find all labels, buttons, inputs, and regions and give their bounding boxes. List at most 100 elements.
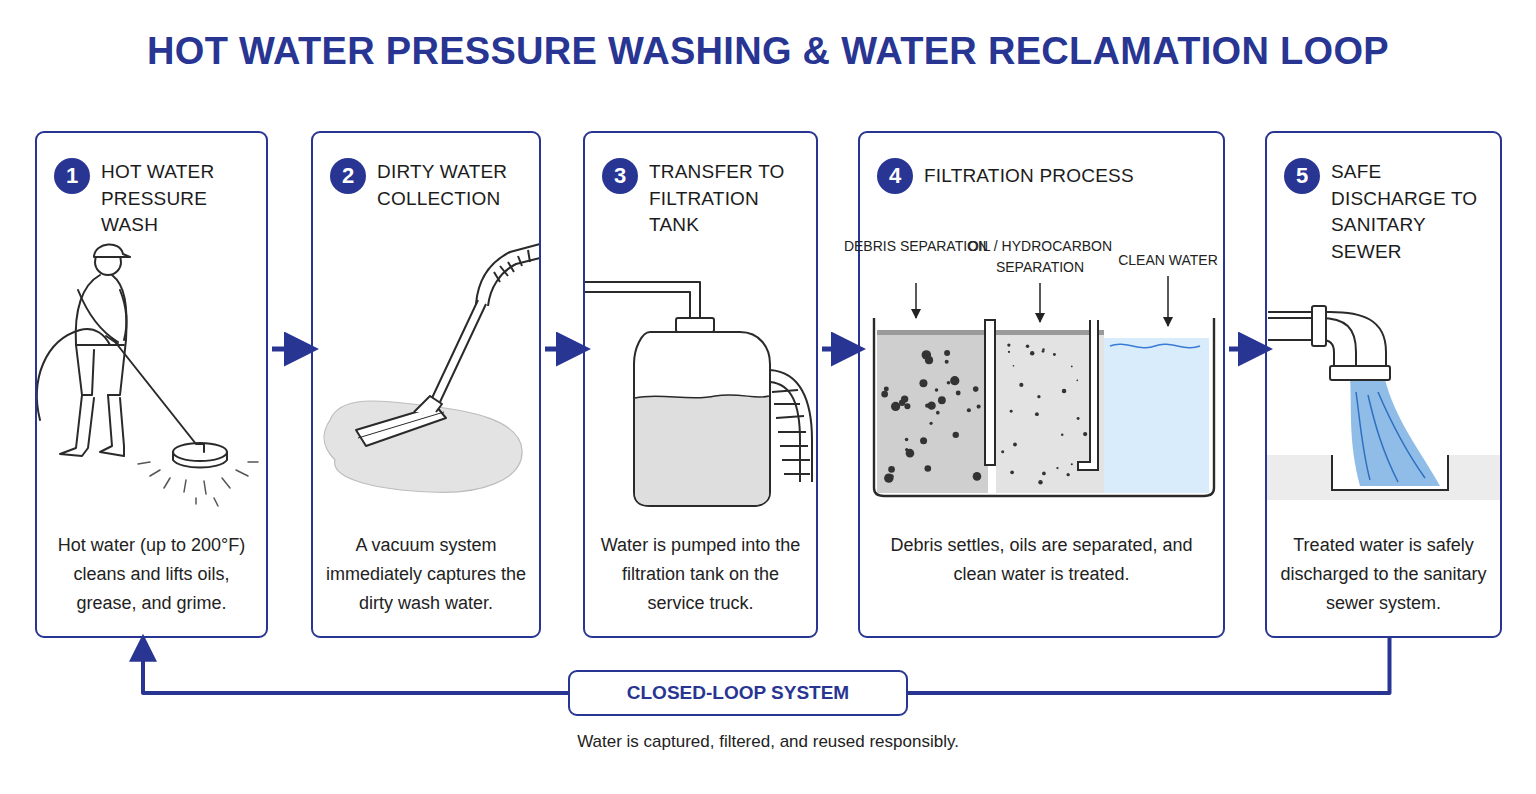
filtration-tank	[770, 370, 812, 482]
step-heading: FILTRATION PROCESS	[924, 163, 1219, 190]
sediment-dots	[925, 404, 929, 408]
sediment-dots	[935, 388, 939, 392]
sediment-dots	[1038, 480, 1042, 484]
separator-tank	[1110, 344, 1200, 347]
loop-line	[908, 638, 1390, 693]
sediment-dots	[884, 473, 893, 482]
sediment-dots	[881, 391, 888, 398]
step-number: 4	[889, 163, 901, 189]
worker-figure	[106, 336, 118, 344]
worker-figure	[37, 329, 110, 420]
sewer-discharge	[1330, 366, 1390, 380]
sediment-dots	[884, 386, 889, 391]
vacuum-wand	[358, 412, 444, 438]
sediment-dots	[1061, 433, 1063, 435]
sediment-dots	[953, 432, 959, 438]
step-description: A vacuum system immediately captures the…	[325, 531, 527, 617]
step-number-badge: 1	[54, 158, 90, 194]
sediment-dots	[967, 408, 971, 412]
sediment-dots	[1071, 463, 1073, 465]
sediment-dots	[891, 402, 900, 411]
worker-figure	[60, 395, 94, 456]
sediment-dots	[1042, 350, 1045, 353]
sediment-dots	[1007, 343, 1010, 346]
vacuum-wand	[432, 300, 486, 402]
sewer-discharge	[1312, 306, 1326, 346]
leader-arrow	[1039, 283, 1041, 322]
sewer-discharge	[1267, 306, 1500, 500]
vacuum-wand	[414, 396, 442, 412]
vacuum-wand	[488, 258, 540, 306]
sediment-dots	[947, 381, 951, 385]
sewer-discharge	[1350, 376, 1440, 486]
flow-arrow	[1229, 347, 1259, 352]
step-panel: SAFE DISCHARGE TO SANITARY SEWERTreated …	[1265, 131, 1502, 638]
loop-label: CLOSED-LOOP SYSTEM	[627, 682, 849, 704]
sediment-dots	[1056, 467, 1058, 469]
flow-arrow	[545, 347, 577, 352]
loop-box: CLOSED-LOOP SYSTEM	[568, 670, 908, 716]
sediment-dots	[1042, 472, 1046, 476]
flow-arrow	[272, 347, 305, 352]
sediment-dots	[1008, 351, 1010, 353]
sediment-dots	[936, 411, 940, 415]
spray-dashes	[138, 462, 258, 506]
spray-dashes	[138, 462, 258, 506]
separator-tank	[877, 333, 988, 493]
separator-tank	[874, 318, 1214, 496]
sediment-dots	[890, 474, 894, 478]
sediment-dots	[1026, 345, 1030, 349]
step-heading: SAFE DISCHARGE TO SANITARY SEWER	[1331, 159, 1496, 265]
filtration-tank	[635, 395, 769, 398]
sediment-dots	[1077, 417, 1080, 420]
sediment-dots	[945, 360, 949, 364]
diagram-caption: Water is captured, filtered, and reused …	[0, 732, 1536, 752]
step-description: Hot water (up to 200°F) cleans and lifts…	[49, 531, 254, 617]
worker-figure	[173, 452, 227, 468]
sediment-dots	[929, 422, 932, 425]
sewer-discharge	[1356, 392, 1425, 482]
sediment-dots	[920, 437, 927, 444]
sediment-dots	[888, 466, 895, 473]
sediment-dots	[973, 386, 979, 392]
sediment-dots	[1053, 353, 1056, 356]
step-number: 5	[1296, 163, 1308, 189]
step-heading: HOT WATER PRESSURE WASH	[101, 159, 262, 239]
filtration-tank	[676, 318, 714, 332]
sediment-dots	[1083, 432, 1087, 436]
sediment-dots	[924, 465, 931, 472]
vacuum-wand	[494, 250, 530, 282]
worker-figure	[37, 244, 227, 467]
sediment-dots	[1001, 450, 1004, 453]
sediment-dots	[925, 356, 933, 364]
step-heading: TRANSFER TO FILTRATION TANK	[649, 159, 812, 239]
worker-figure	[78, 290, 118, 342]
filtration-tank	[584, 282, 812, 506]
sediment-dots	[956, 391, 961, 396]
diagram-title: HOT WATER PRESSURE WASHING & WATER RECLA…	[0, 30, 1536, 73]
step-heading: DIRTY WATER COLLECTION	[377, 159, 535, 212]
step-panel: HOT WATER PRESSURE WASH Hot water (up to …	[35, 131, 268, 638]
separator-tank	[874, 318, 1214, 496]
step-panel: TRANSFER TO FILTRATION TANKWater is pump…	[583, 131, 818, 638]
sediment-dots	[1037, 395, 1040, 398]
step-number: 3	[614, 163, 626, 189]
sediment-dots	[1076, 380, 1078, 382]
sediment-dots	[1062, 389, 1067, 394]
stage-label: CLEAN WATER	[1088, 250, 1248, 271]
worker-figure	[108, 275, 127, 395]
sediment-dots	[973, 472, 982, 481]
step-number: 2	[342, 163, 354, 189]
stage-label: OIL / HYDROCARBON SEPARATION	[960, 236, 1120, 278]
worker-figure	[120, 290, 127, 340]
flow-arrow	[143, 645, 568, 693]
filtration-tank	[772, 390, 810, 474]
sediment-dots	[901, 395, 908, 402]
sediment-dots	[1010, 410, 1013, 413]
sediment-dots	[1035, 412, 1039, 416]
sediment-dots	[905, 438, 909, 442]
sediment-dots	[1013, 365, 1015, 367]
separator-tank	[1104, 338, 1209, 493]
sediment-dots	[1071, 366, 1073, 368]
